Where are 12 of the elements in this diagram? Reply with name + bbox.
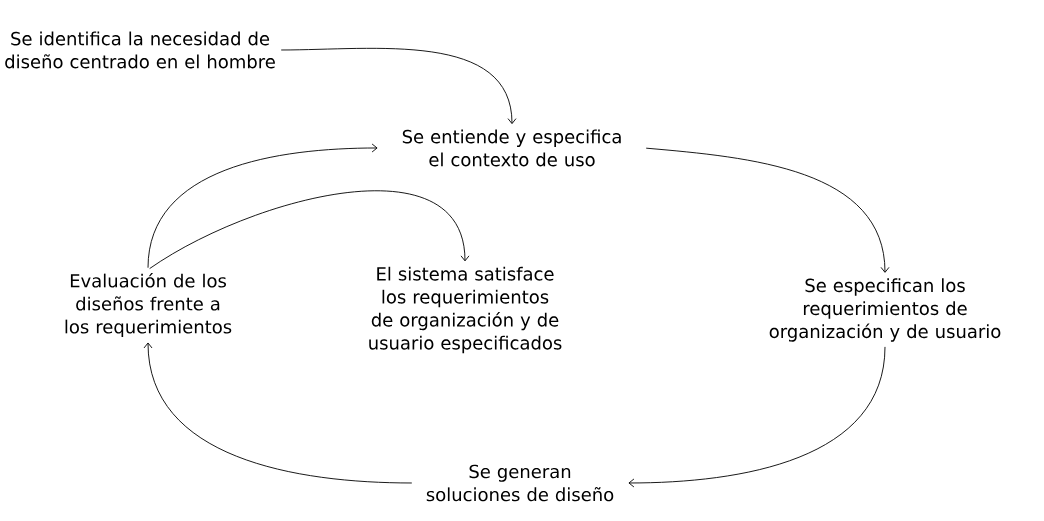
text-label: Se identifica la necesidad de diseño centrado en el hombre <box>5 31 275 69</box>
arrow <box>149 190 470 269</box>
arrow <box>645 147 890 273</box>
text-label: Se especifican los requerimientos de organización y de usuario <box>769 278 1001 342</box>
arrow <box>147 143 378 269</box>
arrow <box>143 342 413 484</box>
text-label: El sistema satisface los requerimientos de organización y de usuario especificados <box>369 266 562 354</box>
text-label: Se generan soluciones de diseño <box>426 464 614 502</box>
arrow <box>628 346 886 488</box>
text-label: Se entiende y especifica el contexto de uso <box>402 129 621 167</box>
text-label: Evaluación de los diseños frente a los requerimientos <box>65 272 232 338</box>
arrow <box>280 47 517 125</box>
